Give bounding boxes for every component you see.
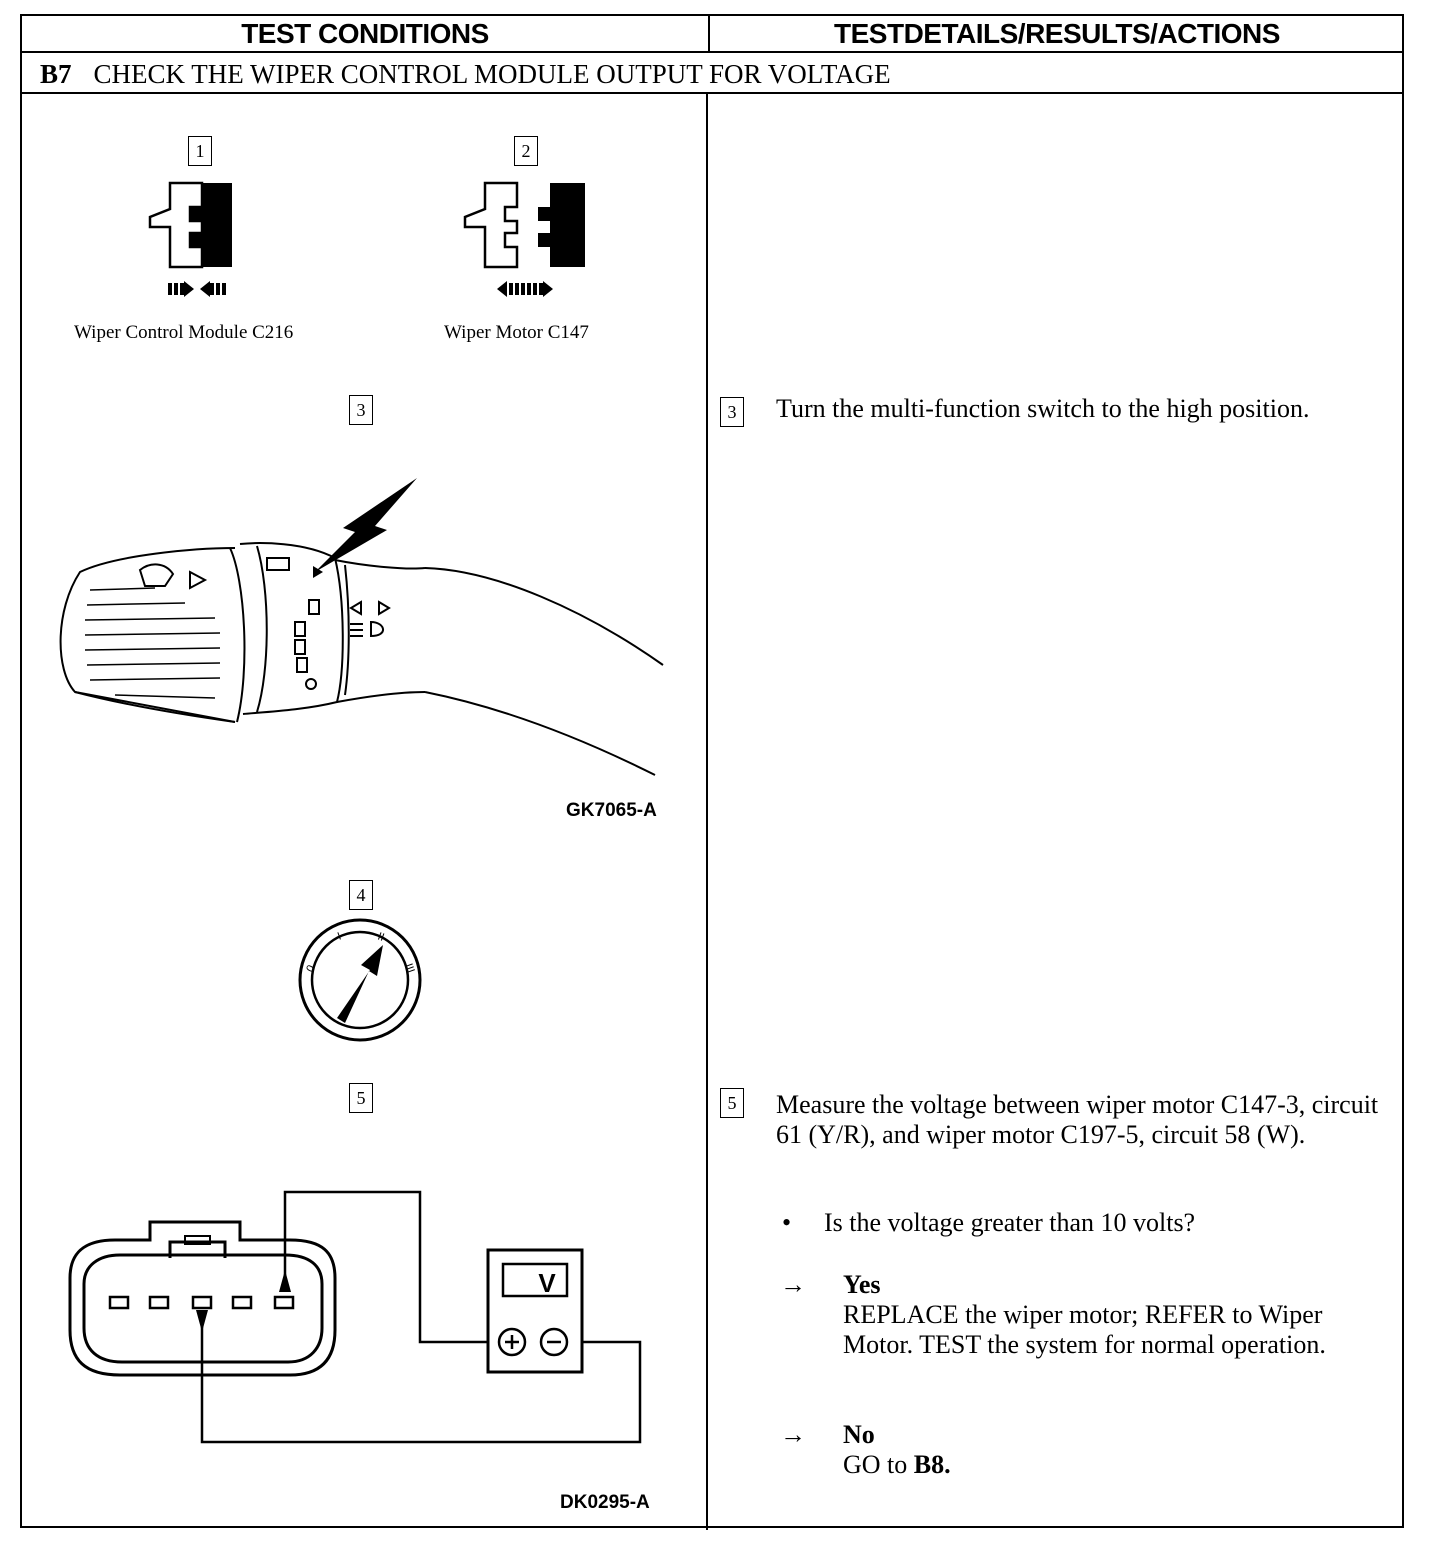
no-action-target: B8. xyxy=(913,1450,951,1479)
detail-step-3-text: Turn the multi-function switch to the hi… xyxy=(776,394,1310,423)
header-column-divider xyxy=(708,16,710,53)
figure-number-2: 2 xyxy=(514,136,538,166)
question-bullet: • xyxy=(782,1208,792,1237)
detail-step-5-number: 5 xyxy=(720,1088,744,1118)
figure-number-3: 3 xyxy=(349,395,373,425)
figure-id-dk0295: DK0295-A xyxy=(560,1492,650,1513)
figure-number-1: 1 xyxy=(188,136,212,166)
no-arrow-icon: → xyxy=(780,1420,806,1449)
no-action-prefix: GO to xyxy=(843,1450,908,1479)
detail-step-5-text: Measure the voltage between wiper motor … xyxy=(776,1090,1379,1149)
svg-text:0: 0 xyxy=(304,963,317,974)
yes-action: REPLACE the wiper motor; REFER to Wiper … xyxy=(843,1300,1326,1359)
ignition-switch-icon: 0 I II III xyxy=(298,918,422,1042)
caption-wiper-motor: Wiper Motor C147 xyxy=(444,322,589,343)
column-divider xyxy=(706,94,708,1530)
voltmeter-label: V xyxy=(538,1268,556,1298)
caption-wiper-control-module: Wiper Control Module C216 xyxy=(74,322,294,343)
header-test-conditions: TEST CONDITIONS xyxy=(241,18,489,49)
svg-text:III: III xyxy=(402,962,416,975)
figure-number-4: 4 xyxy=(349,880,373,910)
test-table: TEST CONDITIONS TESTDETAILS/RESULTS/ACTI… xyxy=(20,14,1404,1530)
svg-text:I: I xyxy=(336,930,343,942)
no-label: No xyxy=(843,1420,875,1449)
header-divider xyxy=(22,51,1402,53)
header-test-details: TESTDETAILS/RESULTS/ACTIONS xyxy=(834,18,1280,49)
step-title: B7 CHECK THE WIPER CONTROL MODULE OUTPUT … xyxy=(40,54,891,92)
connector-disconnect-icon-c147 xyxy=(463,181,585,297)
question-text: Is the voltage greater than 10 volts? xyxy=(824,1208,1196,1237)
voltmeter-connector-diagram xyxy=(68,1190,642,1444)
title-divider xyxy=(22,92,1402,94)
figure-id-gk7065: GK7065-A xyxy=(566,800,657,821)
svg-text:II: II xyxy=(376,931,386,944)
step-heading: CHECK THE WIPER CONTROL MODULE OUTPUT FO… xyxy=(93,59,891,89)
detail-step-3-number: 3 xyxy=(720,397,744,427)
connector-disconnect-icon-c216 xyxy=(148,181,232,297)
multi-function-switch-illustration xyxy=(59,478,664,776)
step-id: B7 xyxy=(40,59,72,89)
figure-number-5: 5 xyxy=(349,1083,373,1113)
yes-label: Yes xyxy=(843,1270,881,1299)
no-action: GO to B8. xyxy=(843,1450,951,1480)
yes-arrow-icon: → xyxy=(780,1270,806,1299)
